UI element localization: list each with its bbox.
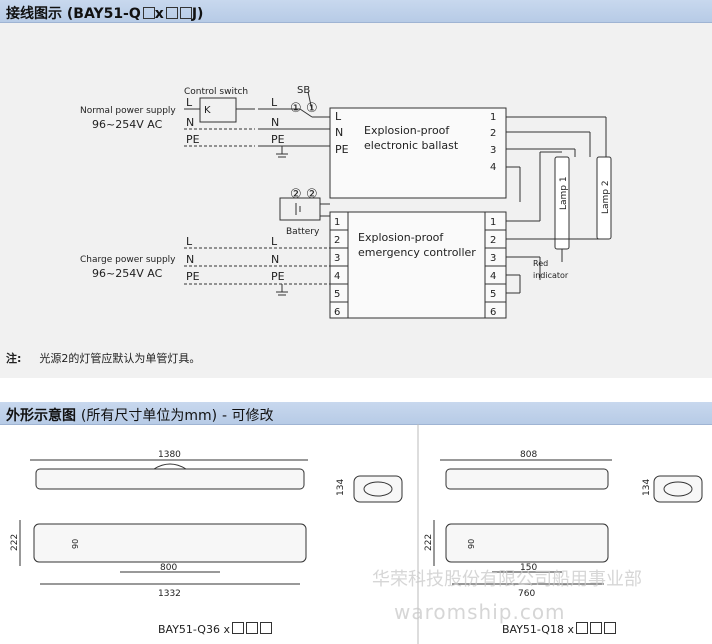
dimension-header: 外形示意图 (所有尺寸单位为mm) - 可修改 [0, 402, 712, 425]
controller-box [329, 211, 507, 319]
switch-k-label: K [204, 105, 211, 116]
red-indicator-label-2: indicator [533, 271, 569, 280]
circle-label-1b: ① [306, 101, 318, 116]
svg-text:L: L [186, 96, 193, 109]
svg-text:1: 1 [334, 217, 340, 228]
dimension-panel [0, 402, 712, 644]
control-switch-label: Control switch [184, 87, 248, 97]
svg-text:4: 4 [334, 271, 340, 282]
sb-label: SB [297, 85, 310, 96]
svg-text:PE: PE [186, 270, 200, 283]
svg-text:3: 3 [490, 145, 496, 156]
svg-text:90: 90 [467, 539, 476, 549]
svg-text:800: 800 [160, 563, 177, 573]
svg-text:90: 90 [71, 539, 80, 549]
svg-text:N: N [186, 116, 194, 129]
charge-supply-label: Charge power supply [80, 255, 176, 265]
lamp-2-label: Lamp 2 [601, 180, 611, 214]
svg-text:1: 1 [490, 112, 496, 123]
circle-label-2b: ② [306, 187, 318, 202]
svg-text:L: L [271, 96, 278, 109]
svg-text:N: N [271, 253, 279, 266]
wiring-diagram: ① ① ② ② Control switch K SB Normal power… [80, 85, 612, 319]
controller-label-2: emergency controller [358, 246, 476, 259]
svg-text:3: 3 [490, 253, 496, 264]
svg-text:PE: PE [335, 143, 349, 156]
svg-text:760: 760 [518, 589, 535, 599]
svg-text:1332: 1332 [158, 589, 181, 599]
ballast-label-2: electronic ballast [364, 139, 459, 152]
svg-text:5: 5 [490, 289, 496, 300]
controller-label-1: Explosion-proof [358, 231, 444, 244]
svg-text:3: 3 [334, 253, 340, 264]
circle-label-2a: ② [290, 187, 302, 202]
svg-text:808: 808 [520, 450, 537, 460]
svg-text:6: 6 [490, 307, 496, 318]
svg-text:L: L [271, 235, 278, 248]
caption-q18: BAY51-Q18 x [502, 622, 616, 636]
caption-q36: BAY51-Q36 x [158, 622, 272, 636]
ballast-label-1: Explosion-proof [364, 124, 450, 137]
battery-label: Battery [286, 227, 320, 237]
wiring-note: 注:光源2的灯管应默认为单管灯具。 [6, 352, 201, 365]
svg-text:PE: PE [271, 133, 285, 146]
svg-text:134: 134 [642, 479, 652, 496]
watermark-cn: 华荣科技股份有限公司船用事业部 [372, 569, 642, 590]
svg-text:4: 4 [490, 271, 496, 282]
svg-text:N: N [186, 253, 194, 266]
svg-text:PE: PE [271, 270, 285, 283]
svg-text:1: 1 [490, 217, 496, 228]
svg-text:1380: 1380 [158, 450, 181, 460]
ballast-box [329, 107, 507, 199]
svg-text:PE: PE [186, 133, 200, 146]
watermark-url: waromship.com [394, 600, 566, 624]
svg-text:6: 6 [334, 307, 340, 318]
svg-text:2: 2 [334, 235, 340, 246]
dimension-title: 外形示意图 (所有尺寸单位为mm) - 可修改 [6, 408, 274, 424]
svg-text:L: L [186, 235, 193, 248]
svg-text:150: 150 [520, 563, 537, 573]
svg-text:L: L [335, 110, 342, 123]
svg-text:2: 2 [490, 235, 496, 246]
normal-supply-label: Normal power supply [80, 106, 176, 116]
lamp-1-label: Lamp 1 [559, 176, 569, 210]
dimension-drawings: 1380 134 222 90 800 1332 808 134 222 90 … [10, 424, 703, 644]
charge-voltage-label: 96~254V AC [92, 267, 163, 280]
svg-text:5: 5 [334, 289, 340, 300]
svg-text:4: 4 [490, 162, 496, 173]
svg-text:N: N [335, 126, 343, 139]
circle-label-1a: ① [290, 101, 302, 116]
svg-text:N: N [271, 116, 279, 129]
svg-text:222: 222 [424, 534, 434, 551]
svg-text:134: 134 [336, 479, 346, 496]
svg-text:2: 2 [490, 128, 496, 139]
red-indicator-label-1: Red [533, 259, 548, 268]
normal-voltage-label: 96~254V AC [92, 118, 163, 131]
svg-text:222: 222 [10, 534, 20, 551]
